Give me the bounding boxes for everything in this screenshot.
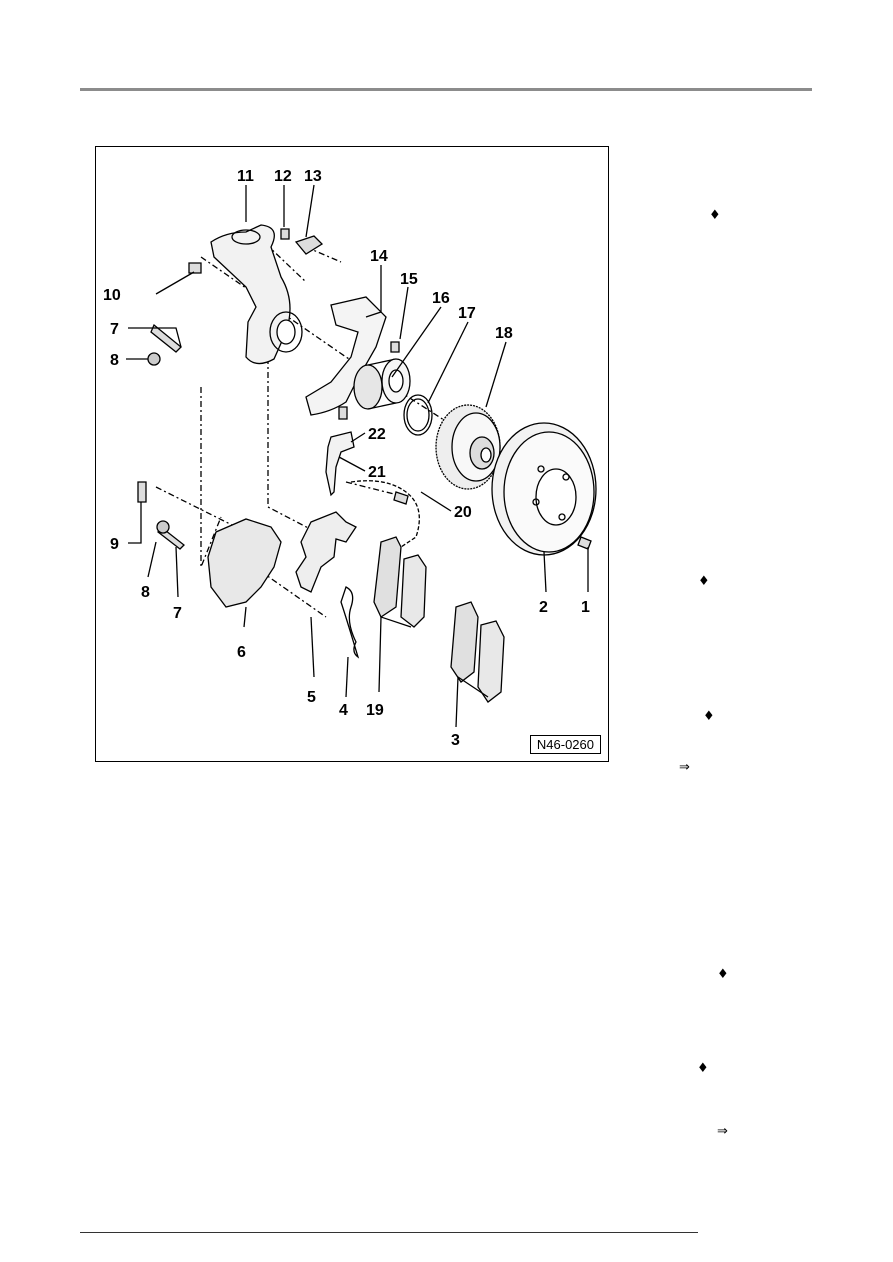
callout-21: 21 [368, 464, 386, 481]
brake-assembly-drawing: 11 12 13 10 7 8 14 15 16 17 18 22 21 20 … [103, 168, 597, 749]
callout-17: 17 [458, 305, 476, 322]
callout-1: 1 [581, 599, 590, 616]
callout-10: 10 [103, 287, 121, 304]
callout-3: 3 [451, 732, 460, 749]
bullet-marker: ♦ [698, 574, 710, 589]
callout-9: 9 [110, 536, 119, 553]
arrow-marker: ⇒ [717, 1124, 728, 1139]
bullet-marker: ♦ [717, 967, 729, 982]
callout-7-bottom: 7 [173, 605, 182, 622]
bullet-marker: ♦ [703, 709, 715, 724]
reference-link[interactable] [716, 1144, 760, 1158]
footer-rule [80, 1232, 698, 1233]
callout-5: 5 [307, 689, 316, 706]
callout-11: 11 [237, 168, 254, 185]
bullet-marker: ♦ [709, 208, 721, 223]
callout-20: 20 [454, 504, 472, 521]
callout-18: 18 [495, 325, 513, 342]
callout-7-top: 7 [110, 321, 119, 338]
callout-12: 12 [274, 168, 292, 185]
bullet-marker: ♦ [697, 1061, 709, 1076]
callout-6: 6 [237, 644, 246, 661]
callout-15: 15 [400, 271, 418, 288]
callout-2: 2 [539, 599, 548, 616]
callout-4: 4 [339, 702, 348, 719]
reference-link[interactable] [735, 1124, 779, 1138]
callout-22: 22 [368, 426, 386, 443]
callout-16: 16 [432, 290, 450, 307]
arrow-marker: ⇒ [679, 760, 690, 775]
exploded-view-figure: 11 12 13 10 7 8 14 15 16 17 18 22 21 20 … [95, 146, 609, 762]
callout-13: 13 [304, 168, 322, 185]
callout-19: 19 [366, 702, 384, 719]
figure-reference: N46-0260 [529, 735, 601, 754]
callout-8-bottom: 8 [141, 584, 150, 601]
callout-14: 14 [370, 248, 388, 265]
callout-8-top: 8 [110, 352, 119, 369]
header-rule [80, 88, 812, 91]
